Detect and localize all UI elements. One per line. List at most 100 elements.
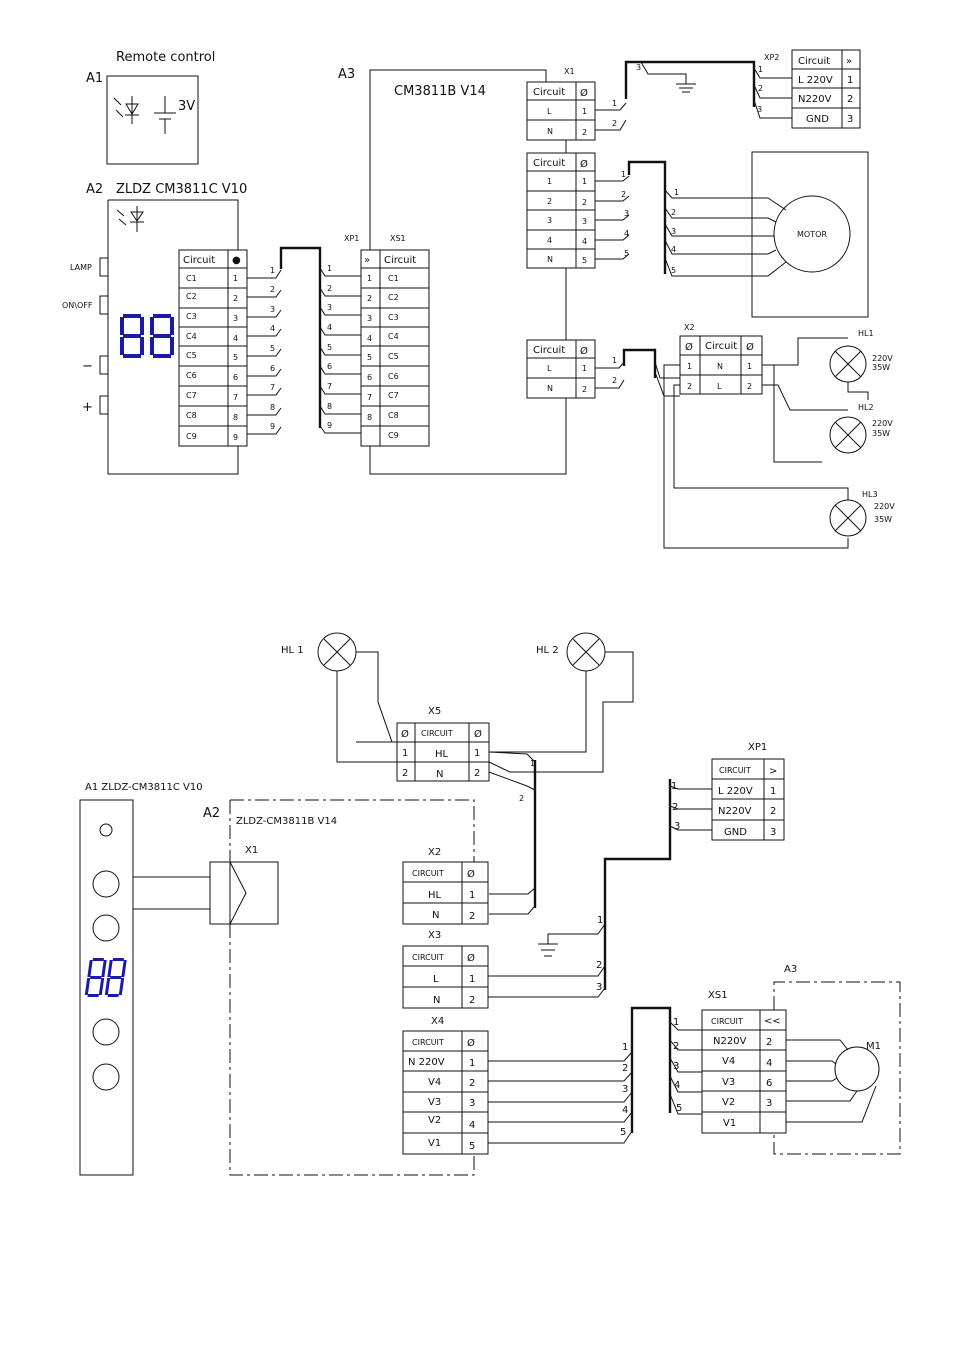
control-panel-a2: A2 ZLDZ CM3811C V10 LAMP ON\OFF − + [62,182,248,475]
xs1-pin: 3 [766,1098,772,1109]
lamp-conn-pin: 1 [582,364,587,373]
control-panel-a1-bottom: A1 ZLDZ-CM3811C V10 [79,782,210,1176]
x3-pin: 2 [469,995,475,1006]
wire-number: 1 [621,170,626,179]
button-icon [92,914,120,942]
wire-number: 5 [620,1127,626,1138]
xs1-header: Circuit [384,255,416,266]
motor-cable-bottom: 1 2 3 4 5 1 2 3 4 5 [488,1006,702,1144]
x5-phi-symbol: Ø [401,728,409,740]
x5-header: CIRCUIT [421,729,453,738]
a2-tag: A2 [86,182,103,197]
motor-icon [834,1046,880,1092]
a2-conn-circuit: C1 [186,274,197,283]
lamp-icon [829,499,867,537]
motor-cable: 1 2 3 4 5 1 2 3 4 5 [595,160,787,277]
xs1-pin: 5 [367,353,372,362]
x1-connector [209,861,279,925]
xs1-pin: 2 [766,1037,772,1048]
x5-pin: 2 [474,768,480,779]
xp2-header: Circuit [798,56,830,67]
a2-title: ZLDZ-CM3811B V14 [236,816,337,827]
wire-number: 2 [672,802,678,813]
battery-voltage: 3V [178,99,195,114]
motor-label: M1 [866,1041,881,1052]
a2-conn-pin: 4 [233,334,238,343]
lamp-power: 35W [872,429,890,438]
x2-circuit: N [717,362,723,371]
a3-title: CM3811B V14 [394,84,486,99]
xs1-circuit: V2 [722,1097,735,1108]
x3-header: CIRCUIT [412,953,444,962]
x1-power-connector: X1 Circuit Ø L 1 N 2 [526,67,596,141]
xp1-pin: 2 [770,806,776,817]
lamp-name: HL 1 [281,645,304,656]
x1-label: X1 [245,845,258,856]
x1-header: Circuit [533,87,565,98]
motor-conn-pin: 3 [582,217,587,226]
xs1-plug-symbol: » [364,255,370,266]
wire-number: 2 [596,960,602,971]
lamp-cable-bottom: 1 2 [488,751,537,915]
motor-conn-circuit: N [547,255,553,264]
x2-phi-symbol: Ø [467,868,475,880]
x2-pin: 1 [747,362,752,371]
a1-title: Remote control [116,50,215,65]
motor-conn-pin: 2 [582,198,587,207]
motor-housing [751,151,869,318]
lamp-icon [829,345,867,383]
wire-number: 4 [671,245,676,254]
remote-control-a1: A1 Remote control 3V [86,50,215,165]
lamp-button-label: LAMP [70,263,92,272]
xs1-circuit: V1 [723,1118,736,1129]
wire-number: 1 [530,759,535,768]
x1-plug-icon [229,861,247,925]
motor-conn-pin: 4 [582,237,587,246]
x4-circuit: V2 [428,1115,441,1126]
button-icon [92,870,120,898]
motor-conn-pin: 5 [582,256,587,265]
x5-pin: 1 [474,748,480,759]
a3-tag: A3 [338,67,355,82]
xs1-circuit: C7 [388,391,399,400]
wire-number: 3 [624,209,629,218]
x1-circuit: L [547,107,552,116]
a2-conn-pin: 6 [233,373,238,382]
x4-circuit: N 220V [408,1057,445,1068]
bottom-diagram: HL 1 HL 2 X5 Ø CIRCUIT Ø 1 HL 1 2 N 2 [79,632,901,1176]
a2-conn-pin: 9 [233,433,238,442]
a2-conn-dot-symbol: ● [232,255,241,266]
x4-pin: 1 [469,1058,475,1069]
xs1-pin: 4 [367,334,372,343]
x1-pin: 2 [582,128,587,137]
x2-pin: 1 [469,890,475,901]
lamp-connector: Circuit Ø L 1 N 2 [526,339,596,399]
wire-number: 5 [270,344,275,353]
x4-pin: 5 [469,1141,475,1152]
xp2-circuit: N220V [798,94,832,105]
seven-segment-display [120,314,174,358]
a2-conn-pin: 7 [233,393,238,402]
wire-number: 3 [757,105,762,114]
wire-number: 3 [327,303,332,312]
wire-number: 2 [758,84,763,93]
x4-circuit: V3 [428,1097,441,1108]
a2-conn-pin: 3 [233,314,238,323]
xs1-circuit: C2 [388,293,399,302]
xp2-circuit: GND [806,114,829,125]
xs1-circuit: C6 [388,372,399,381]
wire-number: 4 [622,1105,628,1116]
x3-pin: 1 [469,974,475,985]
wire-number: 1 [671,781,677,792]
x1-label: X1 [564,67,575,76]
x2-lamp-connector: X2 CIRCUIT Ø HL 1 N 2 [402,847,489,925]
lamp-hl2: HL2 220V 35W [829,403,893,454]
minus-button [99,355,109,375]
wire-number: 1 [674,188,679,197]
wire-number: 8 [270,403,275,412]
wire-number: 3 [596,982,602,993]
wire-number: 2 [673,1041,679,1052]
motor-conn-circuit: 3 [547,216,552,225]
wire-number: 5 [327,343,332,352]
